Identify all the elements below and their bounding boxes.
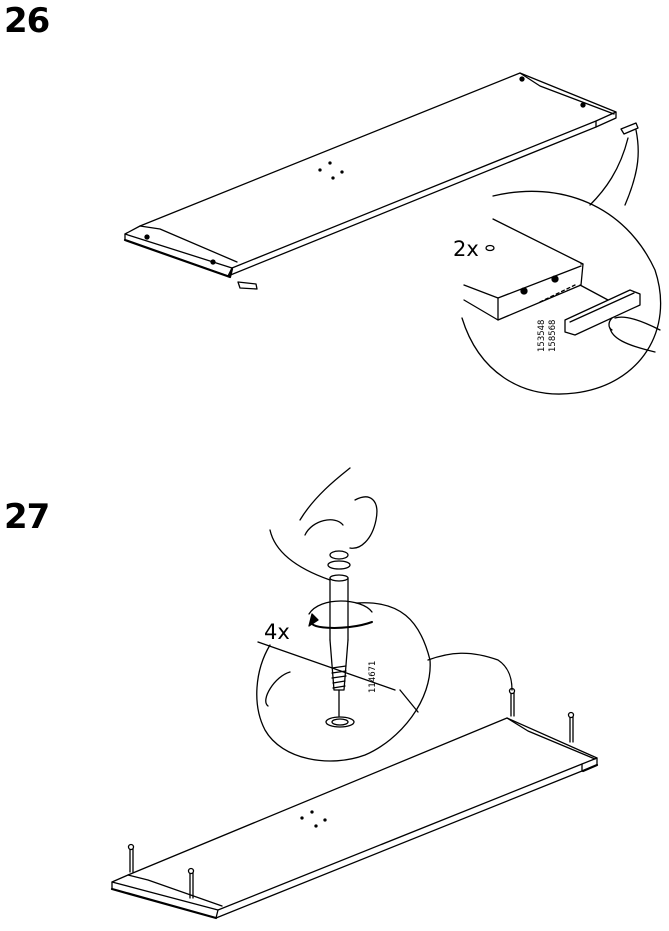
part-number: 153548 [537, 320, 547, 352]
part-number: 158568 [548, 320, 558, 352]
step-number: 26 [4, 1, 50, 41]
step27-panel-illustration [110, 467, 599, 920]
part-number: 114671 [368, 661, 378, 693]
step26-panel-illustration [123, 72, 662, 395]
step-number: 27 [4, 497, 50, 537]
quantity-label: 4x [264, 620, 290, 644]
quantity-label: 2x [453, 237, 479, 261]
